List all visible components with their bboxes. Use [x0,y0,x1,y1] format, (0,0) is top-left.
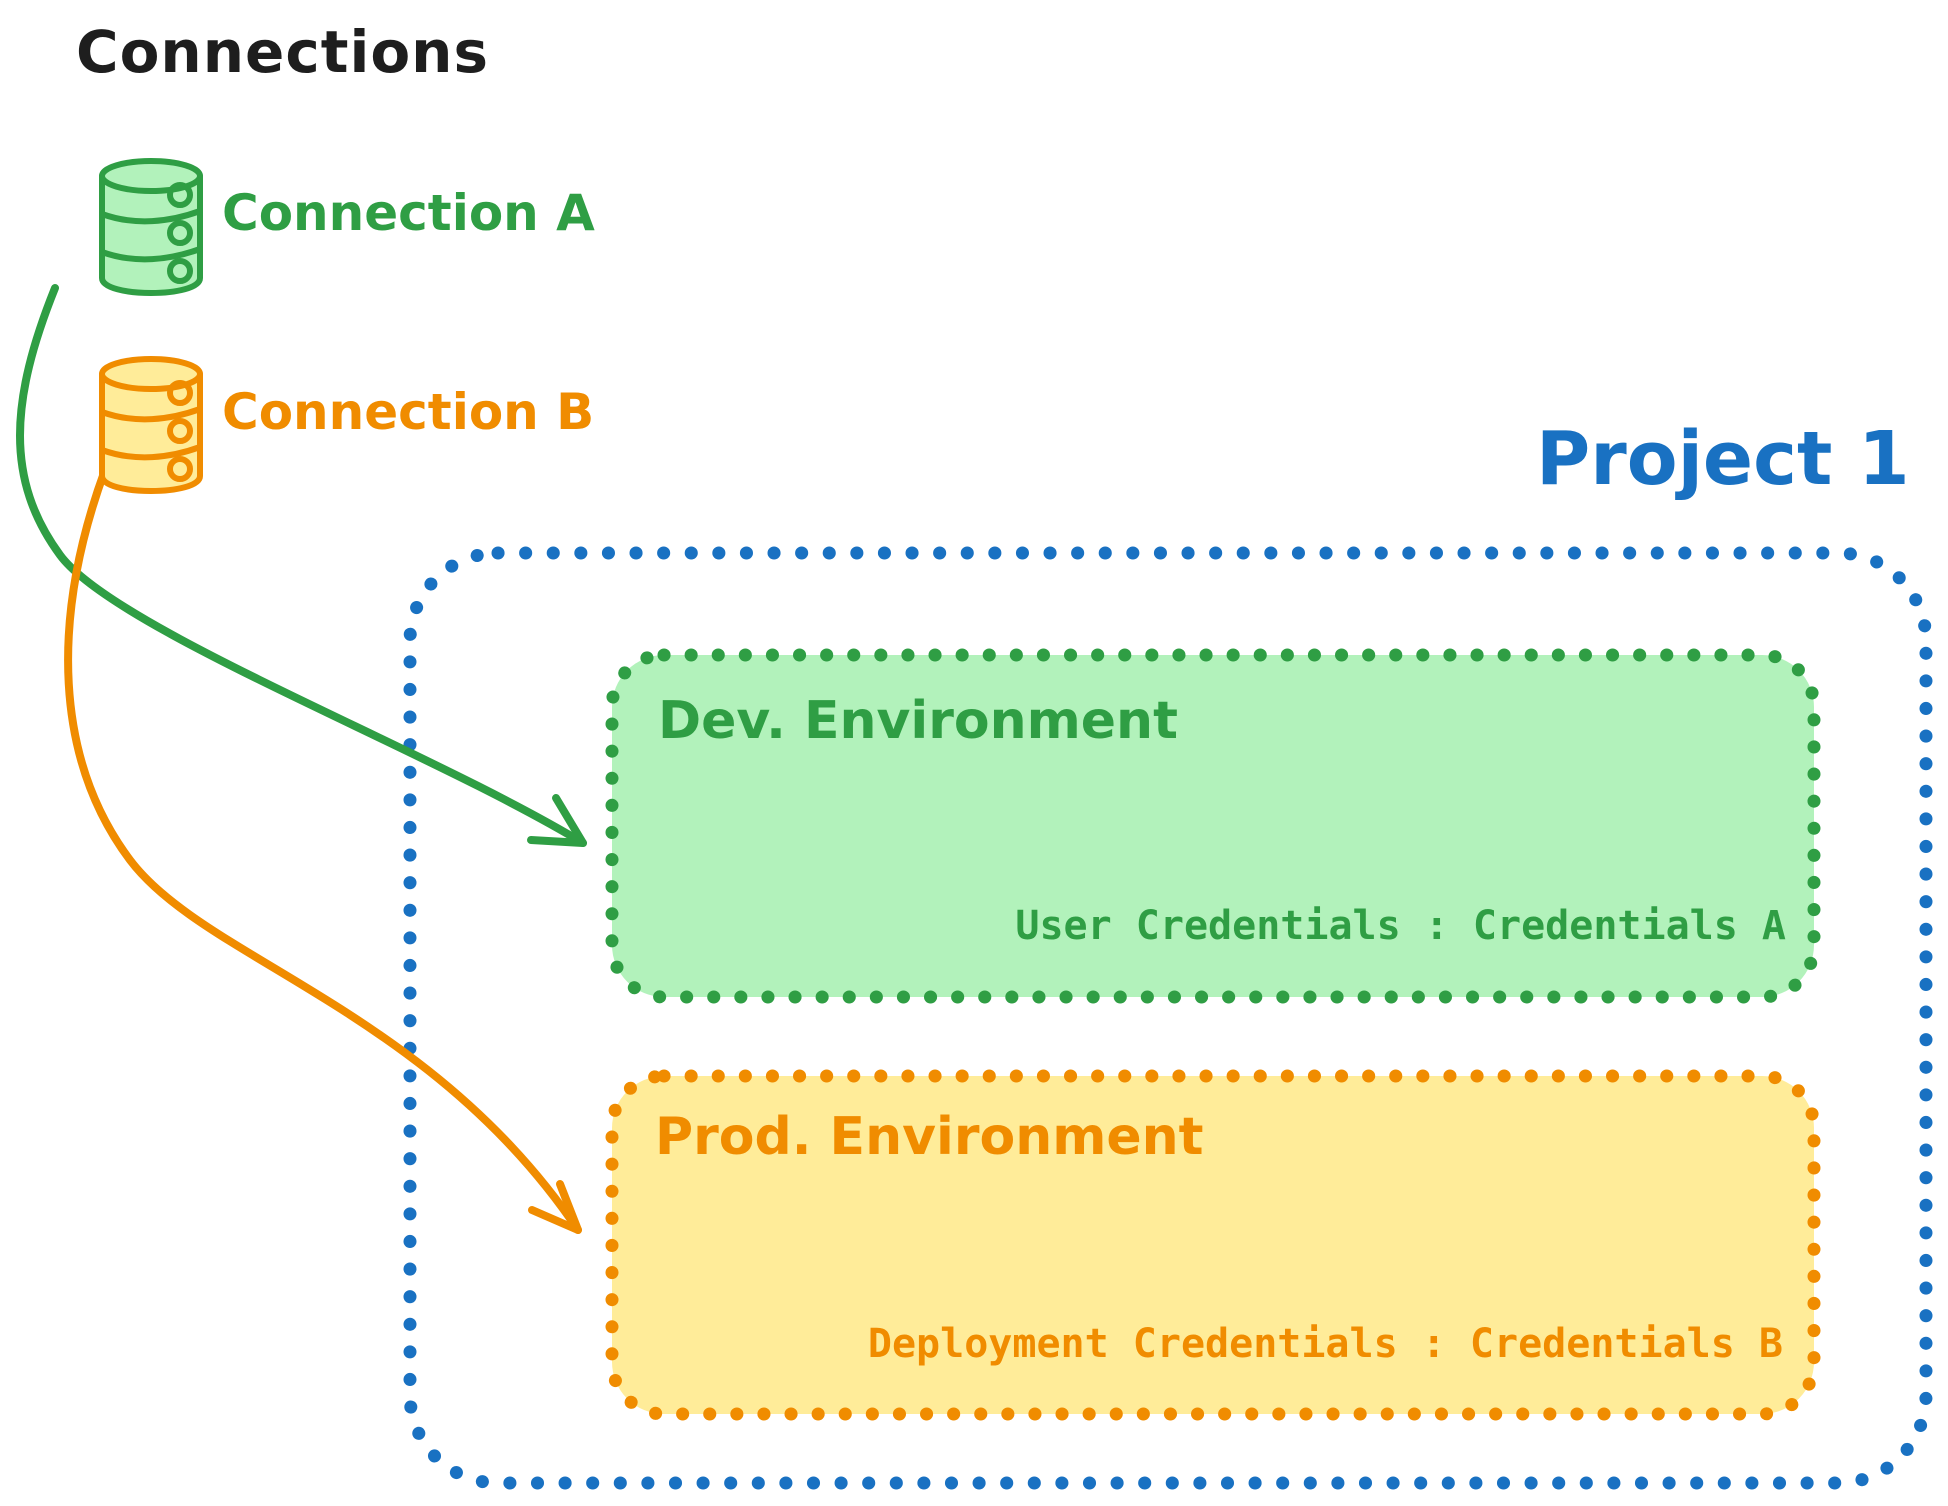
database-cylinder-icon-connection-a [99,158,203,296]
arrow-connection-a-to-dev [16,284,587,847]
database-cylinder-icon-connection-b [99,356,203,494]
arrow-connection-b-to-prod [64,466,582,1234]
project-title: Project 1 [1536,416,1910,502]
connection-b-label: Connection B [222,383,595,441]
project-container-box [403,546,1933,1490]
prod-environment-box [605,1069,1821,1421]
diagram-title: Connections [76,18,489,86]
dev-environment-title: Dev. Environment [658,691,1178,751]
prod-environment-credentials: Deployment Credentials : Credentials B [867,1321,1783,1367]
dev-environment-box [605,648,1821,1004]
prod-environment-title: Prod. Environment [655,1107,1204,1167]
dev-environment-credentials: User Credentials : Credentials A [1015,903,1786,949]
connection-a-label: Connection A [222,184,595,242]
